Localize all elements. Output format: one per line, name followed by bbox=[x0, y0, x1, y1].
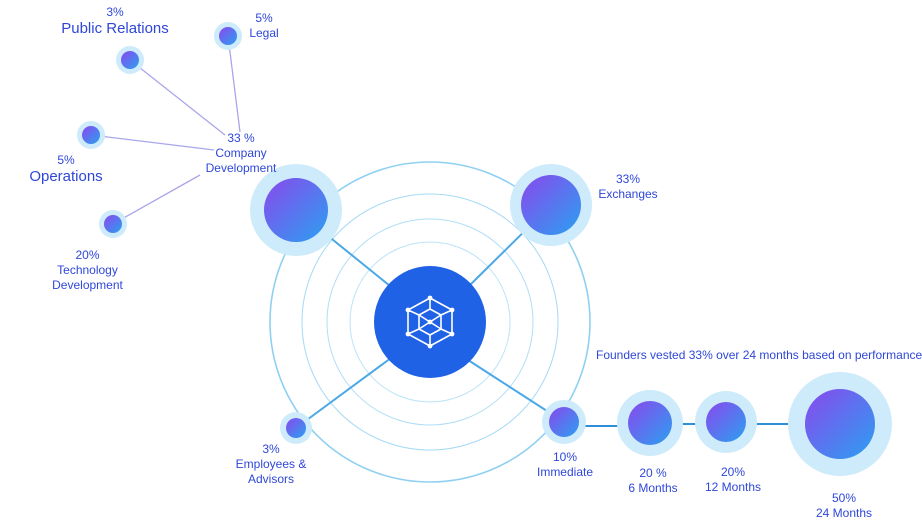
employees-label: 3% Employees & Advisors bbox=[226, 442, 316, 487]
employees-node bbox=[286, 418, 306, 438]
legal-label: 5% Legal bbox=[242, 11, 286, 41]
network-cube-icon bbox=[405, 295, 455, 349]
exchanges-name: Exchanges bbox=[598, 187, 658, 201]
immediate-percent: 10% bbox=[552, 450, 578, 464]
token-allocation-diagram bbox=[77, 22, 892, 483]
public-relations-percent: 3% bbox=[106, 5, 124, 19]
public-relations-node bbox=[121, 51, 139, 69]
exchanges-label: 33% Exchanges bbox=[588, 172, 668, 202]
spoke-employees bbox=[295, 354, 396, 429]
ring-4 bbox=[349, 241, 511, 403]
company-label: 33 % Company Development bbox=[196, 131, 286, 176]
operations-node bbox=[82, 126, 100, 144]
immediate-label: 10% Immediate bbox=[530, 450, 600, 480]
exchanges-percent: 33% bbox=[615, 172, 641, 186]
twelve-months-node bbox=[706, 402, 746, 442]
six-months-name: 6 Months bbox=[628, 481, 678, 495]
company-line1: Company bbox=[215, 146, 267, 160]
founders-note-text: Founders vested 33% over 24 months based… bbox=[596, 348, 922, 362]
technology-line1: Technology bbox=[57, 263, 118, 277]
technology-percent: 20% bbox=[75, 248, 100, 262]
six-months-node bbox=[628, 401, 672, 445]
exchanges-node bbox=[521, 175, 581, 235]
employees-line2: Advisors bbox=[247, 472, 294, 486]
immediate-node bbox=[549, 407, 579, 437]
legal-name: Legal bbox=[249, 26, 279, 40]
twentyfour-months-percent: 50% bbox=[831, 491, 857, 505]
operations-name: Operations bbox=[29, 168, 103, 185]
operations-label: 5% Operations bbox=[26, 153, 106, 186]
six-months-percent: 20 % bbox=[639, 466, 667, 480]
vesting-chain bbox=[580, 423, 800, 427]
ring-2 bbox=[301, 193, 559, 451]
twentyfour-months-name: 24 Months bbox=[815, 506, 873, 520]
twelve-months-label: 20% 12 Months bbox=[695, 465, 771, 495]
employees-percent: 3% bbox=[262, 442, 280, 456]
company-percent: 33 % bbox=[227, 131, 255, 145]
technology-line2: Development bbox=[52, 278, 123, 292]
concentric-rings bbox=[269, 161, 591, 483]
link-technology bbox=[112, 174, 201, 225]
link-public-relations bbox=[129, 59, 226, 136]
company-node bbox=[264, 178, 328, 242]
link-operations bbox=[90, 134, 215, 151]
twelve-months-name: 12 Months bbox=[704, 480, 762, 494]
twelve-months-percent: 20% bbox=[720, 465, 746, 479]
link-legal bbox=[227, 35, 241, 133]
employees-line1: Employees & bbox=[235, 457, 307, 471]
immediate-name: Immediate bbox=[536, 465, 594, 479]
company-sub-links bbox=[90, 35, 241, 225]
technology-label: 20% Technology Development bbox=[40, 248, 135, 293]
operations-percent: 5% bbox=[57, 153, 75, 167]
twentyfour-months-label: 50% 24 Months bbox=[806, 491, 882, 521]
six-months-label: 20 % 6 Months bbox=[615, 466, 691, 496]
public-relations-label: 3% Public Relations bbox=[56, 5, 174, 38]
technology-node bbox=[104, 215, 122, 233]
founders-note: Founders vested 33% over 24 months based… bbox=[596, 348, 922, 363]
ring-3 bbox=[326, 218, 534, 426]
outer-ring bbox=[269, 161, 591, 483]
public-relations-name: Public Relations bbox=[61, 20, 169, 37]
company-line2: Development bbox=[205, 161, 277, 175]
twentyfour-months-node bbox=[805, 389, 875, 459]
legal-percent: 5% bbox=[255, 11, 273, 25]
legal-node bbox=[219, 27, 237, 45]
